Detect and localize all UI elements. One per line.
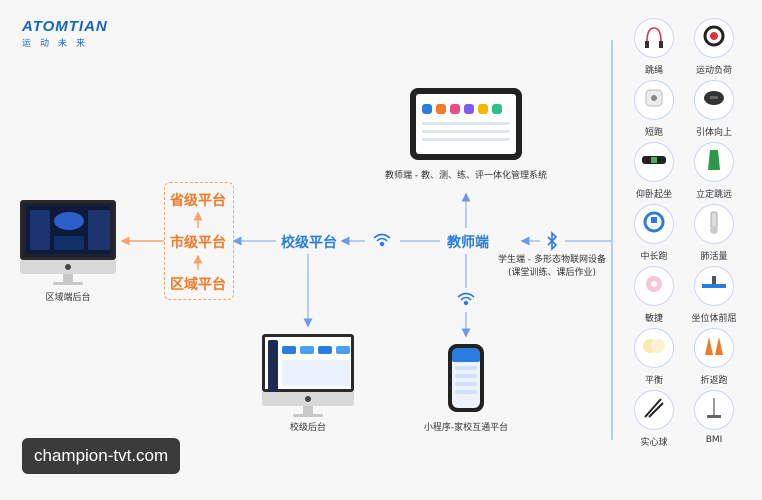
device-circle: [634, 390, 674, 430]
device-circle: [634, 328, 674, 368]
student-devices-label: 学生端 - 多形态物联网设备 (课堂训练、课后作业): [494, 254, 610, 280]
device-circle: [694, 18, 734, 58]
mini-program-label: 小程序-家校互通平台: [423, 423, 509, 433]
device-circle: [694, 142, 734, 182]
heart-band-icon: [700, 22, 728, 54]
sit-up-belt-icon: [640, 146, 668, 178]
device-item: 肺活量: [684, 204, 744, 262]
device-item: 跳绳: [624, 18, 684, 76]
device-label: 敏捷: [644, 314, 663, 324]
device-circle: [634, 204, 674, 244]
bluetooth-icon: [547, 231, 558, 251]
device-circle: [694, 266, 734, 306]
district-platform-node: 区域平台: [170, 277, 226, 293]
agility-pad-icon: [640, 270, 668, 302]
device-item: 短跑: [624, 80, 684, 138]
device-label: 短跑: [644, 128, 663, 138]
balance-pad-icon: [640, 332, 668, 364]
mini-program-phone: [448, 344, 484, 412]
sit-reach-icon: [700, 270, 728, 302]
brand-subtitle: 运动未来: [22, 39, 95, 49]
device-label: 运动负荷: [695, 66, 732, 76]
device-item: 引体向上: [684, 80, 744, 138]
device-circle: [694, 80, 734, 120]
device-label: 折返跑: [700, 376, 728, 386]
school-backend-monitor: [262, 334, 354, 417]
device-label: 引体向上: [695, 128, 732, 138]
brand-logo: ATOMTIAN 运动未来: [22, 18, 132, 49]
device-item: 实心球: [624, 390, 684, 448]
device-circle: [694, 204, 734, 244]
wristband-icon: [640, 208, 668, 240]
device-label: BMI: [705, 435, 723, 445]
province-platform-node: 省级平台: [170, 193, 226, 209]
device-label: 中长跑: [640, 252, 668, 262]
wifi-icon: [457, 292, 475, 306]
student-label-line1: 学生端 - 多形态物联网设备: [498, 255, 606, 265]
wifi-icon: [373, 233, 391, 247]
school-backend-label: 校级后台: [289, 423, 326, 433]
medicine-ball-icon: [640, 394, 668, 426]
height-scale-icon: [700, 394, 728, 426]
device-label: 实心球: [640, 438, 668, 448]
device-circle: [634, 142, 674, 182]
device-circle: [694, 390, 734, 430]
device-circle: [634, 18, 674, 58]
long-jump-mat-icon: [700, 146, 728, 178]
cone-icon: [700, 332, 728, 364]
district-backend-monitor: [20, 200, 116, 285]
device-label: 立定跳远: [695, 190, 732, 200]
device-item: 中长跑: [624, 204, 684, 262]
device-label: 肺活量: [700, 252, 728, 262]
device-item: 坐位体前屈: [684, 266, 744, 324]
device-label: 跳绳: [644, 66, 663, 76]
school-platform-node: 校级平台: [281, 235, 337, 251]
device-item: BMI: [684, 390, 744, 445]
teacher-node: 教师端: [447, 235, 489, 251]
jump-rope-icon: [640, 22, 668, 54]
district-backend-label: 区域端后台: [45, 293, 91, 303]
device-item: 立定跳远: [684, 142, 744, 200]
city-platform-node: 市级平台: [170, 235, 226, 251]
device-item: 运动负荷: [684, 18, 744, 76]
teacher-system-label: 教师端 - 教、测、练、评一体化管理系统: [385, 171, 547, 181]
device-item: 平衡: [624, 328, 684, 386]
pull-up-sensor-icon: [700, 84, 728, 116]
device-label: 仰卧起坐: [635, 190, 672, 200]
student-label-line2: (课堂训练、课后作业): [507, 268, 597, 278]
brand-mark: ATOMTIAN: [22, 18, 108, 35]
device-label: 平衡: [644, 376, 663, 386]
device-label: 坐位体前屈: [691, 314, 737, 324]
device-item: 折返跑: [684, 328, 744, 386]
device-circle: [694, 328, 734, 368]
device-item: 仰卧起坐: [624, 142, 684, 200]
device-circle: [634, 266, 674, 306]
device-circle: [634, 80, 674, 120]
spirometer-icon: [700, 208, 728, 240]
teacher-tablet: [410, 88, 522, 160]
sprint-sensor-icon: [640, 84, 668, 116]
platform-hierarchy-box: [164, 182, 234, 300]
device-item: 敏捷: [624, 266, 684, 324]
device-grid: 跳绳 运动负荷短跑 引体向上仰卧起坐 立定跳远中长跑 肺活量敏捷 坐位体前屈平衡 折返跑实心…: [624, 18, 754, 488]
watermark: champion-tvt.com: [22, 438, 181, 474]
